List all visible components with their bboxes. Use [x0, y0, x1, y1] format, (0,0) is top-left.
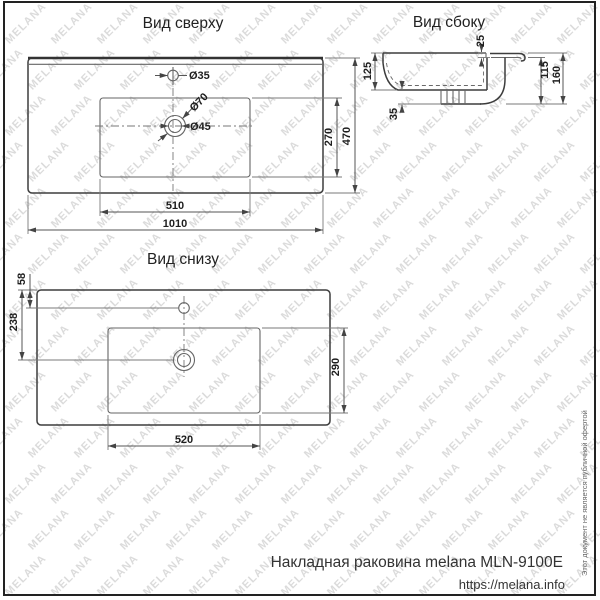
- bottom-view: Вид снизу: [8, 251, 348, 450]
- side-view-title: Вид сбоку: [413, 14, 486, 31]
- top-view-extension-lines: [27, 57, 360, 234]
- disclaimer-text: Этот документ не является публичной офер…: [580, 410, 589, 576]
- top-view-dimension-lines: [28, 58, 358, 233]
- top-view-outline: [27, 56, 324, 194]
- bottom-view-title: Вид снизу: [147, 251, 219, 268]
- dim-label-right-depth: 115: [539, 61, 551, 79]
- dim-label-drain-offset: 238: [8, 313, 20, 331]
- dim-label-total-depth: 470: [341, 127, 353, 145]
- dim-label-basin-width: 510: [166, 200, 184, 212]
- dim-label-ledge: 25: [475, 35, 487, 47]
- drain-hole-bottom-inner: [176, 352, 192, 368]
- dim-label-basin-depth: 270: [323, 128, 335, 146]
- drain-hole-bottom-outer: [172, 348, 196, 372]
- side-view-dimension-lines: [372, 44, 566, 113]
- bottom-view-dimension-lines: [19, 274, 347, 449]
- bottom-view-outline: [36, 289, 331, 426]
- footer: Накладная раковина melana MLN-9100E http…: [271, 410, 589, 592]
- side-view-outline: [382, 52, 526, 105]
- top-view: Вид сверху: [27, 15, 360, 234]
- side-view: Вид сбоку: [362, 14, 567, 120]
- top-view-centerlines: [95, 67, 255, 191]
- melana-link[interactable]: https://melana.info: [459, 577, 565, 592]
- dim-label-faucet-dia: Ø35: [189, 70, 210, 82]
- side-view-extension-lines: [371, 52, 567, 105]
- top-view-title: Вид сверху: [143, 15, 224, 32]
- dim-label-basin-width-bottom: 520: [175, 434, 193, 446]
- dim-label-total-height: 160: [551, 66, 563, 84]
- dim-label-left-depth: 125: [362, 62, 374, 80]
- dim-label-drain-inner-dia: Ø45: [190, 121, 211, 133]
- dim-label-faucet-offset: 58: [16, 273, 28, 285]
- top-view-leaders: [155, 72, 200, 142]
- dim-label-total-width: 1010: [163, 218, 187, 230]
- page-frame: [3, 1, 596, 596]
- dim-label-basin-depth-bottom: 290: [330, 358, 342, 376]
- dim-label-bottom: 35: [388, 108, 400, 120]
- dim-label-drain-outer-dia: Ø70: [188, 91, 211, 114]
- product-name: Накладная раковина melana MLN-9100E: [271, 554, 563, 571]
